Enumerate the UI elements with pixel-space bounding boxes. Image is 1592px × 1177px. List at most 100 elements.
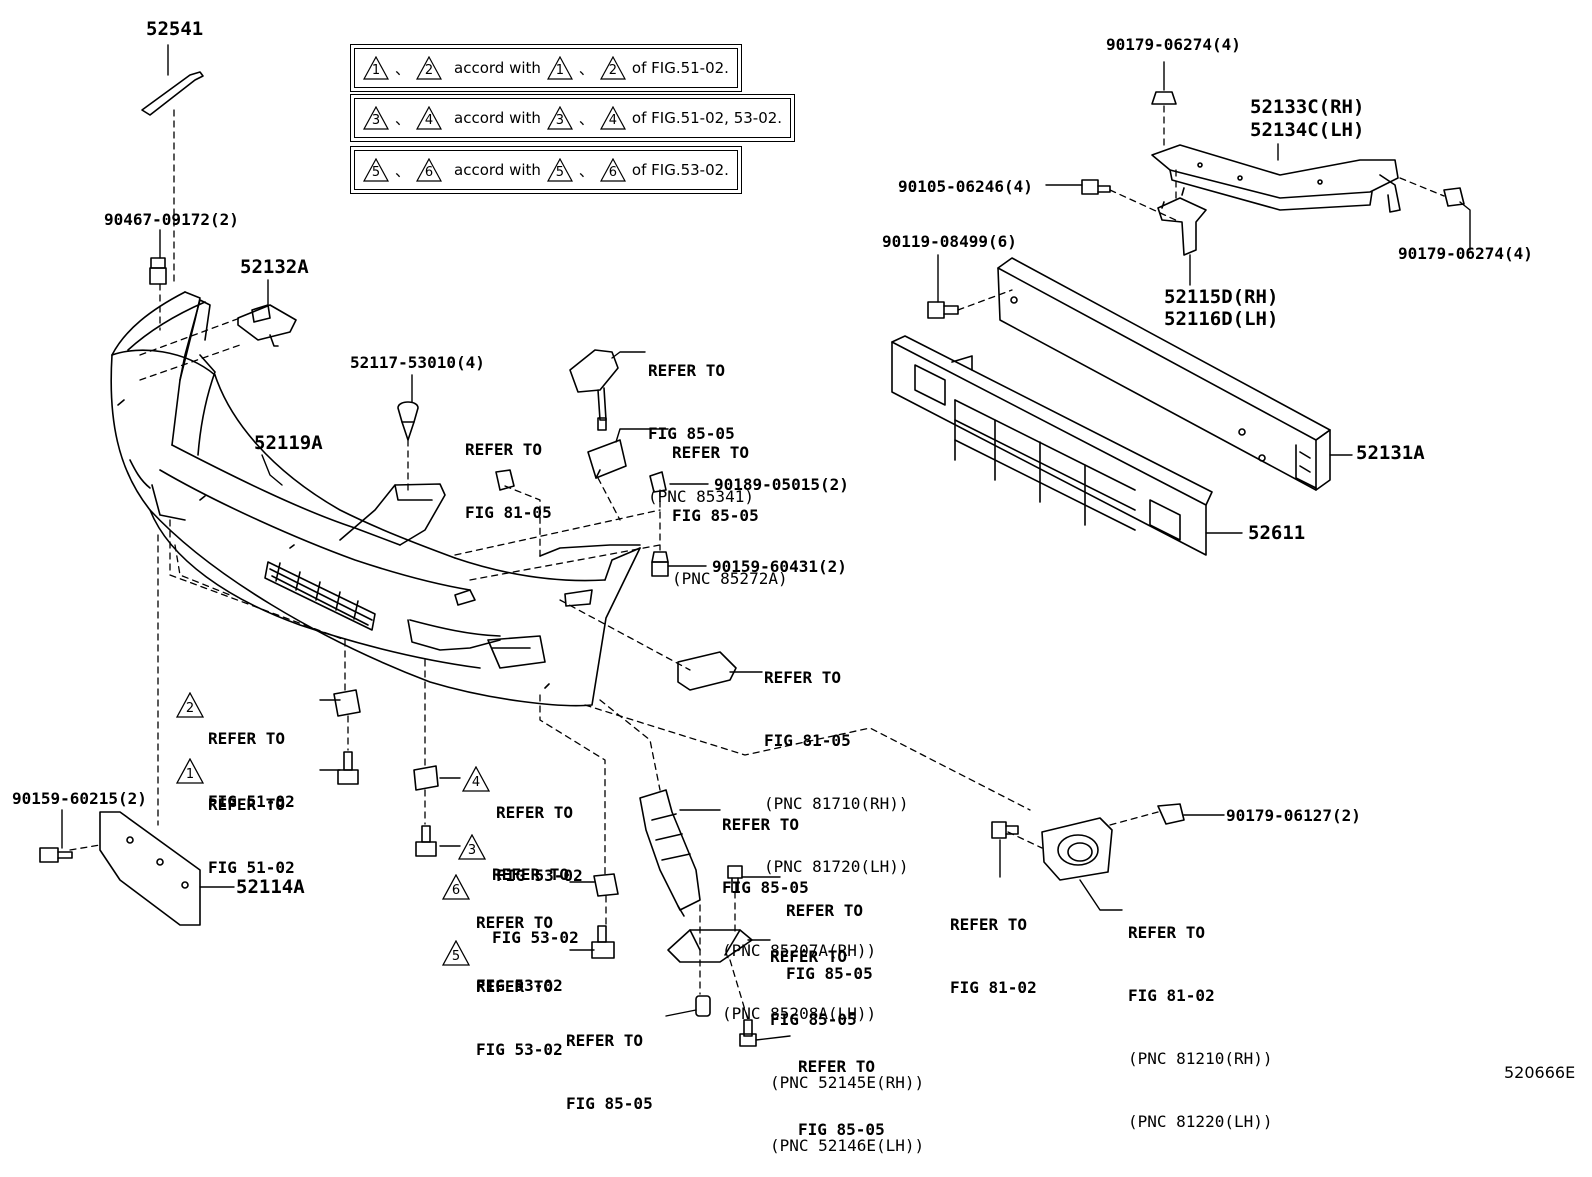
ref-53-02-c[interactable]: REFER TO FIG 53-02 [476,913,563,995]
part-label-52117-53010[interactable]: 52117-53010(4) [350,353,485,372]
separator: 、 [578,59,594,78]
clip-52117-drawing [397,401,419,441]
ref-53-02-b[interactable]: REFER TO FIG 53-02 [492,865,579,947]
part-label-52131a[interactable]: 52131A [1356,442,1425,464]
bolt-90105-drawing [1081,179,1111,195]
ref-85-05-bolt[interactable]: REFER TO FIG 85-05 [786,901,873,983]
ref-85341[interactable]: REFER TO FIG 85-05 (PNC 85341) [648,361,754,506]
strip-52541-drawing [141,71,204,116]
note-triangle-icon: 6 [416,158,443,182]
part-label-90467-09172[interactable]: 90467-09172(2) [104,210,239,229]
part-label-90179-06274-right[interactable]: 90179-06274(4) [1398,244,1533,263]
retainer-drawing [495,469,515,491]
ref-53-02-a[interactable]: REFER TO FIG 53-02 [496,803,583,885]
plug-85-05-drawing [695,995,711,1017]
diagram-drawing [39,44,1471,1047]
part-label-52133c[interactable]: 52133C(RH) [1250,96,1365,118]
stay-52115d-drawing [1157,187,1207,256]
washer-85341-drawing [569,349,619,431]
clip-90189-drawing [649,471,667,493]
ref-51-02-a[interactable]: REFER TO FIG 51-02 [208,729,295,811]
part-label-90179-06127[interactable]: 90179-06127(2) [1226,806,1361,825]
clip-90467-drawing [149,257,167,285]
note-triangle-icon: 6 [599,158,626,182]
ref-85-05-bottom-left[interactable]: REFER TO FIG 85-05 [566,1031,653,1113]
ref-53-02-d[interactable]: REFER TO FIG 53-02 [476,977,563,1059]
ref-81210[interactable]: REFER TO FIG 81-02 (PNC 81210(RH)) (PNC … [1128,923,1273,1131]
separator: 、 [578,161,594,180]
ref-triangle-2-icon: 2 [175,691,205,718]
ref-85-05-bottom-right[interactable]: REFER TO FIG 85-05 [798,1057,885,1139]
bracket-85207a-drawing [639,789,701,917]
ref-triangle-5-icon: 5 [441,939,471,966]
part-label-52115d[interactable]: 52115D(RH) [1164,286,1279,308]
note-triangle-icon: 3 [363,106,389,130]
note-triangle-icon: 2 [416,56,443,80]
note-fig: of FIG.51-02. [631,59,729,77]
cover-85272a-drawing [587,439,627,479]
bracket-52132a-drawing [237,304,297,347]
parts-diagram: 1 、 2 accord with 1 、 2 of FIG.51-02. 3 … [12,18,1576,1155]
note-triangle-icon: 5 [546,158,573,182]
leader-lines [61,44,1471,1041]
bolt-81-02-drawing [991,821,1019,839]
bumper-cover-drawing [110,291,641,707]
note-text: accord with [454,109,541,127]
clip-51-02-drawing [333,689,361,785]
figure-id: 520666E [1504,1063,1576,1082]
nut-90179-06274-top-drawing [1151,91,1177,105]
separator: 、 [395,161,411,180]
note-box-1: 1 、 2 accord with 1 、 2 of FIG.51-02. [350,44,742,92]
ref-81710[interactable]: REFER TO FIG 81-05 (PNC 81710(RH)) (PNC … [764,668,909,876]
separator: 、 [578,109,594,128]
note-triangle-icon: 5 [363,158,389,182]
ref-triangle-4-icon: 4 [461,765,491,792]
note-text: accord with [454,161,541,179]
ref-triangle-3-icon: 3 [457,833,487,860]
part-label-52116d[interactable]: 52116D(LH) [1164,308,1279,330]
fog-lamp-81210-drawing [1041,817,1113,881]
part-label-90179-06274-top[interactable]: 90179-06274(4) [1106,35,1241,54]
ref-51-02-b[interactable]: REFER TO FIG 51-02 [208,795,295,877]
part-label-52114a[interactable]: 52114A [236,876,305,898]
note-fig: of FIG.53-02. [631,161,729,179]
ref-81-05-top[interactable]: REFER TO FIG 81-05 [465,440,552,522]
note-fig: of FIG.51-02, 53-02. [631,109,783,127]
part-label-52541[interactable]: 52541 [146,18,204,40]
note-triangle-icon: 4 [416,106,443,130]
bolt-90159-60215-drawing [39,847,73,863]
screw-90159-60431-drawing [651,551,669,577]
cover-81710-drawing [677,651,737,691]
part-label-52134c[interactable]: 52134C(LH) [1250,119,1365,141]
ref-triangle-1-icon: 1 [175,757,205,784]
bracket-52133c-drawing [1151,144,1401,213]
note-triangle-icon: 4 [599,106,626,130]
note-triangle-icon: 3 [546,106,573,130]
part-label-90105-06246[interactable]: 90105-06246(4) [898,177,1033,196]
note-triangle-icon: 1 [363,56,389,80]
note-box-3: 5 、 6 accord with 5 、 6 of FIG.53-02. [350,146,742,194]
ref-85207a[interactable]: REFER TO FIG 85-05 (PNC 85207A(RH)) (PNC… [722,815,877,1023]
clips-53-02-drawing [413,765,619,959]
nut-90179-06274-right-drawing [1443,187,1465,207]
dashed-lines [69,105,1445,1021]
clip-90179-06127-drawing [1157,803,1185,825]
part-label-90159-60215[interactable]: 90159-60215(2) [12,789,147,808]
part-label-52119a[interactable]: 52119A [254,432,323,454]
ref-85272a[interactable]: REFER TO FIG 85-05 (PNC 85272A) [672,443,788,588]
part-label-52611[interactable]: 52611 [1248,522,1306,544]
separator: 、 [395,109,411,128]
separator: 、 [395,59,411,78]
note-triangle-icon: 1 [546,56,573,80]
bolt-90119-drawing [927,301,959,319]
part-label-90159-60431[interactable]: 90159-60431(2) [712,557,847,576]
note-triangle-icon: 2 [599,56,626,80]
ref-81-02-bolt[interactable]: REFER TO FIG 81-02 [950,915,1037,997]
absorber-52611-drawing [891,335,1213,556]
part-label-90189-05015[interactable]: 90189-05015(2) [714,475,849,494]
bracket-52114a-drawing [99,811,201,926]
note-box-2: 3 、 4 accord with 3 、 4 of FIG.51-02, 53… [349,94,796,142]
part-label-52132a[interactable]: 52132A [240,256,309,278]
part-label-90119-08499[interactable]: 90119-08499(6) [882,232,1017,251]
note-text: accord with [454,59,541,77]
